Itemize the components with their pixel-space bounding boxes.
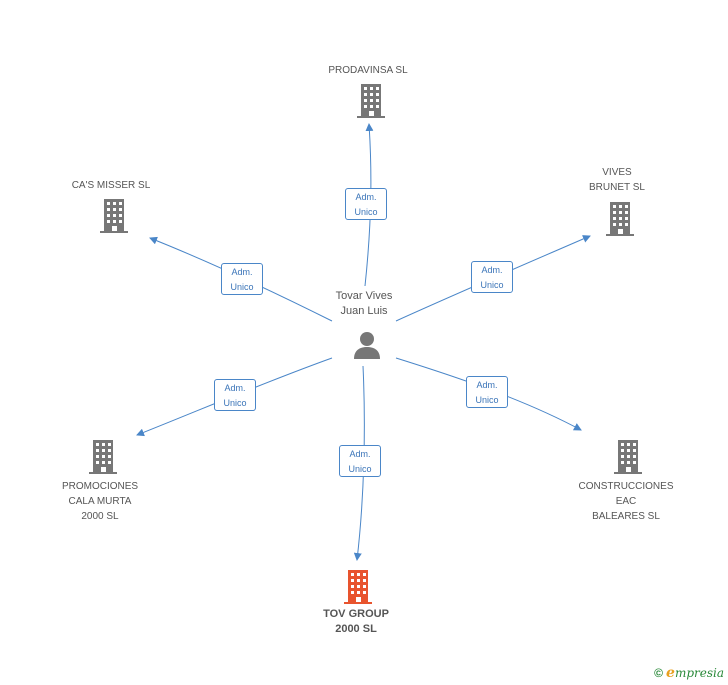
relation-badge-cas-misser: Adm. Unico [221, 263, 263, 295]
person-name[interactable]: Tovar Vives Juan Luis [335, 290, 393, 317]
brand-name: mpresia [674, 666, 724, 680]
building-icon[interactable] [612, 440, 644, 474]
brand-logo-e: e [666, 665, 675, 681]
brand-watermark: © empresia [654, 665, 724, 681]
building-icon[interactable] [604, 202, 636, 236]
company-label-cas-misser[interactable]: CA'S MISSER SL [71, 180, 151, 191]
company-label-prodavinsa[interactable]: PRODAVINSA SL [328, 65, 408, 76]
relation-badge-promociones: Adm. Unico [214, 379, 256, 411]
relation-badge-tov-group: Adm. Unico [339, 445, 381, 477]
company-label-promociones[interactable]: PROMOCIONES CALA MURTA 2000 SL [61, 481, 139, 522]
company-label-construcciones[interactable]: CONSTRUCCIONES EAC BALEARES SL [578, 481, 674, 522]
relation-badge-prodavinsa: Adm. Unico [345, 188, 387, 220]
company-label-vives-brunet[interactable]: VIVES BRUNET SL [589, 167, 645, 193]
person-icon[interactable] [352, 330, 382, 360]
copyright-symbol: © [654, 666, 663, 680]
relation-badge-vives-brunet: Adm. Unico [471, 261, 513, 293]
relation-badge-construcciones: Adm. Unico [466, 376, 508, 408]
building-icon[interactable] [87, 440, 119, 474]
building-icon[interactable] [98, 199, 130, 233]
building-icon[interactable] [355, 84, 387, 118]
company-label-tov-group[interactable]: TOV GROUP 2000 SL [323, 608, 389, 635]
building-icon-highlight[interactable] [342, 570, 374, 604]
